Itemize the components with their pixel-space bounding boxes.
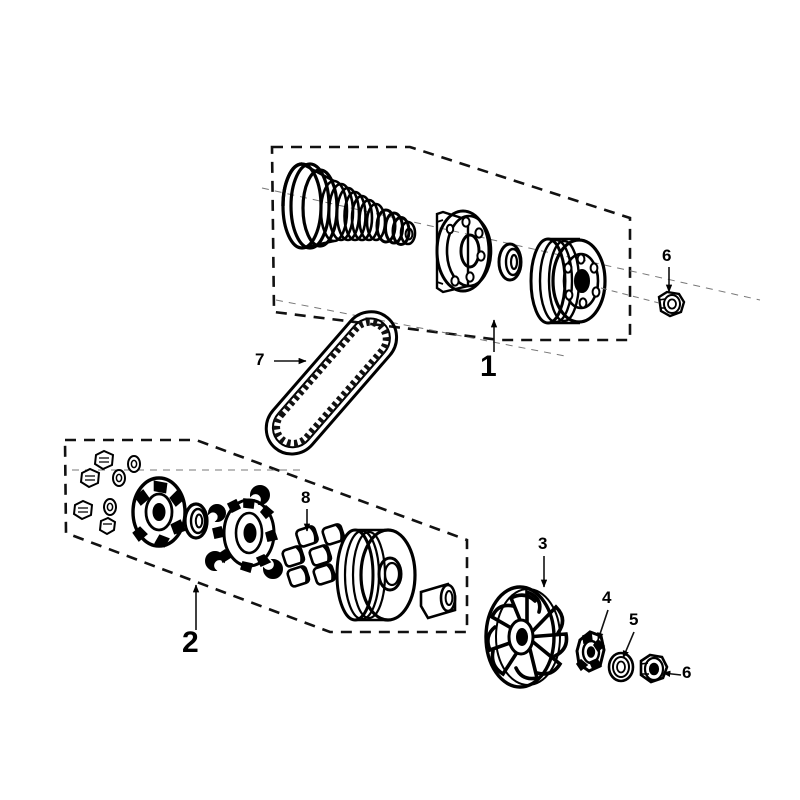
spacer-sleeve bbox=[419, 582, 457, 620]
callout-arrow-6-lower bbox=[662, 670, 682, 677]
callout-arrows bbox=[192, 267, 682, 677]
leader-line-nut-upper bbox=[600, 287, 660, 304]
oil-seal-ring bbox=[183, 502, 209, 540]
fan-pulley bbox=[484, 585, 569, 689]
callout-label-5: 5 bbox=[629, 610, 639, 629]
small-spacer-ring bbox=[497, 242, 523, 282]
clutch-drum-hub bbox=[529, 237, 607, 325]
hex-nut-upper bbox=[657, 290, 686, 318]
callout-arrow-4 bbox=[597, 609, 609, 641]
drive-belt bbox=[264, 310, 399, 456]
variator-ramp-plate bbox=[205, 485, 283, 579]
group-outline-1 bbox=[270, 145, 632, 342]
spacer-boss bbox=[575, 630, 606, 673]
callout-label-6-upper: 6 bbox=[662, 246, 672, 265]
hex-nut-lower bbox=[639, 653, 669, 684]
bearing-flange bbox=[435, 209, 493, 294]
callout-label-2: 2 bbox=[182, 626, 199, 659]
callout-label-7: 7 bbox=[255, 350, 265, 369]
callout-arrow-5 bbox=[622, 631, 635, 659]
washer bbox=[607, 651, 635, 683]
clutch-backing-plate bbox=[131, 476, 187, 548]
callout-label-1: 1 bbox=[480, 350, 497, 383]
callout-label-8: 8 bbox=[301, 488, 311, 507]
roller-weights bbox=[281, 523, 346, 588]
callout-label-6-lower: 6 bbox=[682, 663, 692, 682]
assembly-axis-lines bbox=[72, 187, 761, 471]
callout-label-4: 4 bbox=[602, 588, 612, 607]
callout-label-3: 3 bbox=[538, 534, 548, 553]
clutch-bell bbox=[335, 528, 417, 622]
variator-pulley-half bbox=[281, 162, 417, 250]
spring-bolts-nuts bbox=[72, 449, 141, 536]
